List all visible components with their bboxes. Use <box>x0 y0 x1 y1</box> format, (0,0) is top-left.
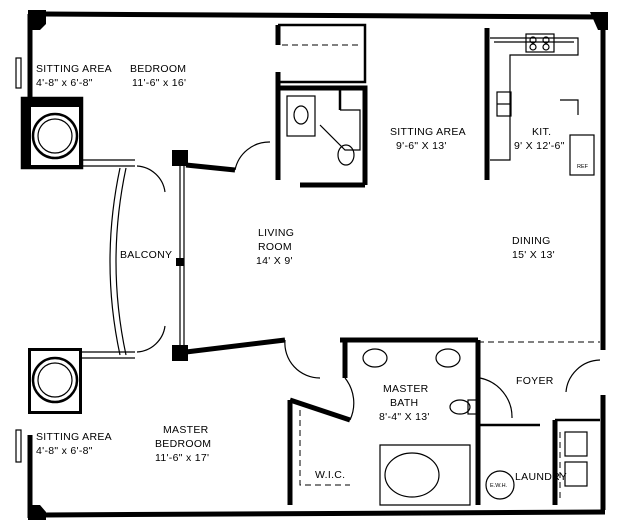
master-bedroom-name1: MASTER <box>163 424 209 436</box>
living-name2: ROOM <box>258 241 292 253</box>
foyer-name: FOYER <box>516 375 554 387</box>
interior-walls <box>185 23 600 505</box>
top-bath-fixtures <box>286 95 361 166</box>
sitting-top-dims: 4'-8" x 6'-8" <box>36 77 93 89</box>
master-bedroom-dims: 11'-6" x 17' <box>155 452 209 464</box>
sitting-center-dims: 9'-6" X 13' <box>396 140 447 152</box>
master-bath-dims: 8'-4" X 13' <box>379 411 430 423</box>
master-bath-name1: MASTER <box>383 383 429 395</box>
door-swings <box>234 141 601 421</box>
kitchen-dims: 9' X 12'-6" <box>514 140 565 152</box>
kitchen-name: KIT. <box>532 126 551 138</box>
ref-label: REF <box>577 164 589 170</box>
left-window-bay-bottom <box>28 348 135 414</box>
dining-name: DINING <box>512 235 551 247</box>
living-dims: 14' X 9' <box>256 255 293 267</box>
sitting-bottom-dims: 4'-8" x 6'-8" <box>36 445 93 457</box>
living-name1: LIVING <box>258 227 294 239</box>
dining-dims: 15' X 13' <box>512 249 555 261</box>
left-window-bay-top <box>20 96 135 170</box>
dashed-boundaries <box>299 341 600 498</box>
bedroom-dims: 11'-6" x 16' <box>132 77 186 89</box>
room-labels: SITTING AREA 4'-8" x 6'-8" BEDROOM 11'-6… <box>36 63 567 483</box>
laundry-fixtures: E.W.H. <box>485 431 588 500</box>
balcony-name: BALCONY <box>120 249 172 261</box>
sitting-bottom-name: SITTING AREA <box>36 431 112 443</box>
ewh-label: E.W.H. <box>490 483 508 489</box>
sitting-center-name: SITTING AREA <box>390 126 466 138</box>
wic-name: W.I.C. <box>315 469 345 481</box>
kitchen-fixtures: REF <box>490 33 595 176</box>
sitting-top-name: SITTING AREA <box>36 63 112 75</box>
bedroom-name: BEDROOM <box>130 63 186 75</box>
master-bedroom-name2: BEDROOM <box>155 438 211 450</box>
balcony <box>109 150 188 361</box>
left-windows <box>15 57 22 463</box>
master-bath-fixtures <box>362 348 479 506</box>
laundry-name: LAUNDRY <box>515 471 567 483</box>
exterior-walls <box>27 10 608 520</box>
master-bath-name2: BATH <box>390 397 418 409</box>
